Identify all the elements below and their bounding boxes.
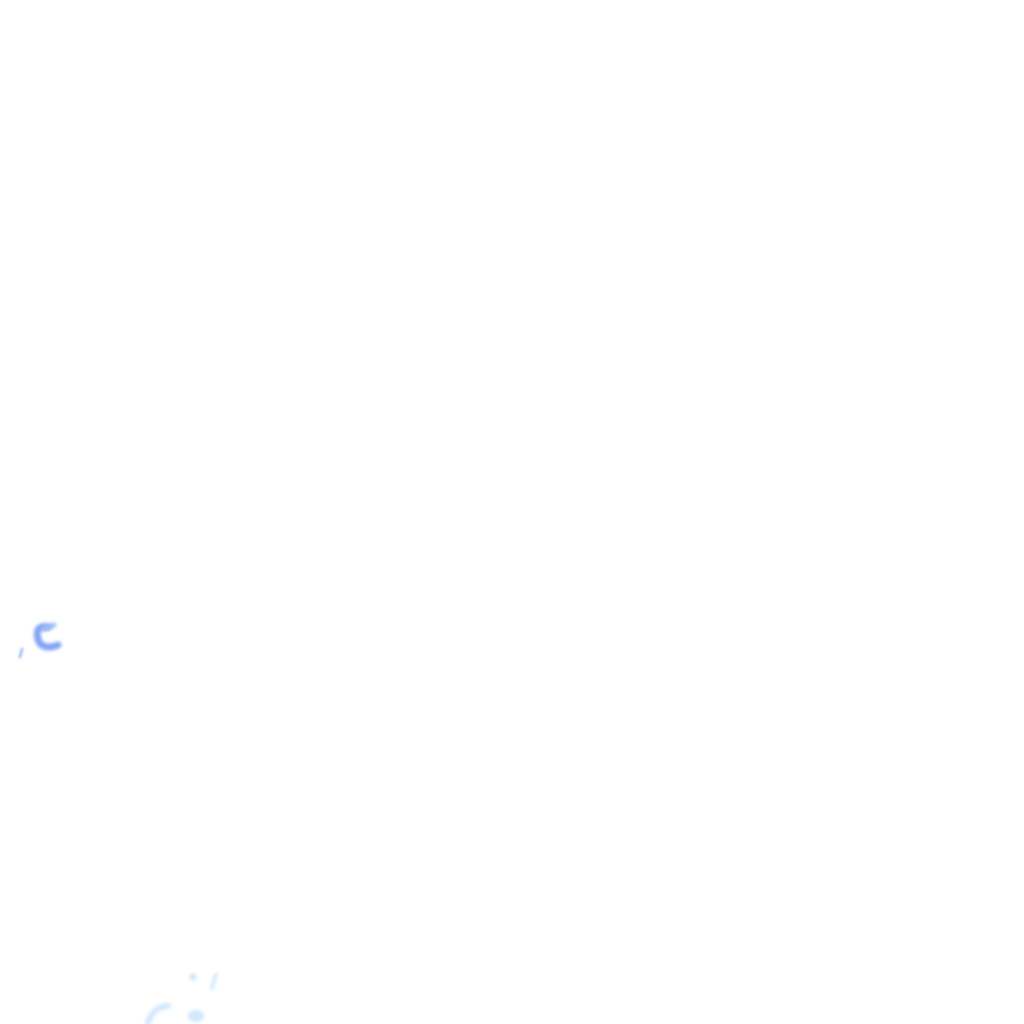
faint-blue-marks [145,973,218,1024]
blue-mark-c-shape [18,622,62,659]
